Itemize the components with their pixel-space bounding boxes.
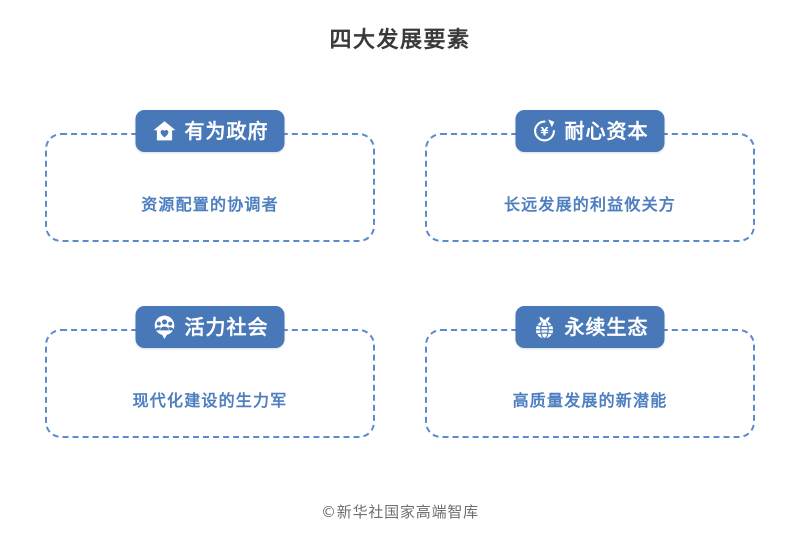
card-huoli-shehui: 活力社会 现代化建设的生力军 bbox=[45, 306, 375, 438]
card-badge-label: 活力社会 bbox=[184, 315, 269, 339]
yuan-refresh-icon: ¥ bbox=[532, 118, 558, 144]
svg-text:¥: ¥ bbox=[540, 125, 548, 139]
globe-leaf-icon bbox=[532, 314, 558, 340]
card-badge-label: 耐心资本 bbox=[564, 119, 649, 143]
card-yongxu-shengtai: 永续生态 高质量发展的新潜能 bbox=[425, 306, 755, 438]
house-heart-icon bbox=[152, 118, 178, 144]
card-badge[interactable]: 有为政府 bbox=[135, 110, 285, 152]
card-description: 高质量发展的新潜能 bbox=[512, 391, 668, 410]
card-description: 资源配置的协调者 bbox=[141, 195, 279, 214]
card-badge[interactable]: ¥ 耐心资本 bbox=[515, 110, 665, 152]
card-description: 长远发展的利益攸关方 bbox=[503, 195, 676, 214]
card-badge-label: 有为政府 bbox=[184, 119, 269, 143]
people-group-pin-icon bbox=[152, 314, 178, 340]
card-badge-label: 永续生态 bbox=[564, 315, 649, 339]
card-badge[interactable]: 永续生态 bbox=[515, 306, 665, 348]
page-title: 四大发展要素 bbox=[329, 28, 471, 53]
card-badge[interactable]: 活力社会 bbox=[135, 306, 285, 348]
card-description: 现代化建设的生力军 bbox=[132, 391, 288, 410]
cards-grid: 有为政府 资源配置的协调者 ¥ 耐心资本 长远发展的利益攸关方 bbox=[45, 110, 755, 438]
card-youwei-zhengfu: 有为政府 资源配置的协调者 bbox=[45, 110, 375, 242]
footer-credit: ©新华社国家高端智库 bbox=[320, 503, 479, 521]
card-naixin-ziben: ¥ 耐心资本 长远发展的利益攸关方 bbox=[425, 110, 755, 242]
